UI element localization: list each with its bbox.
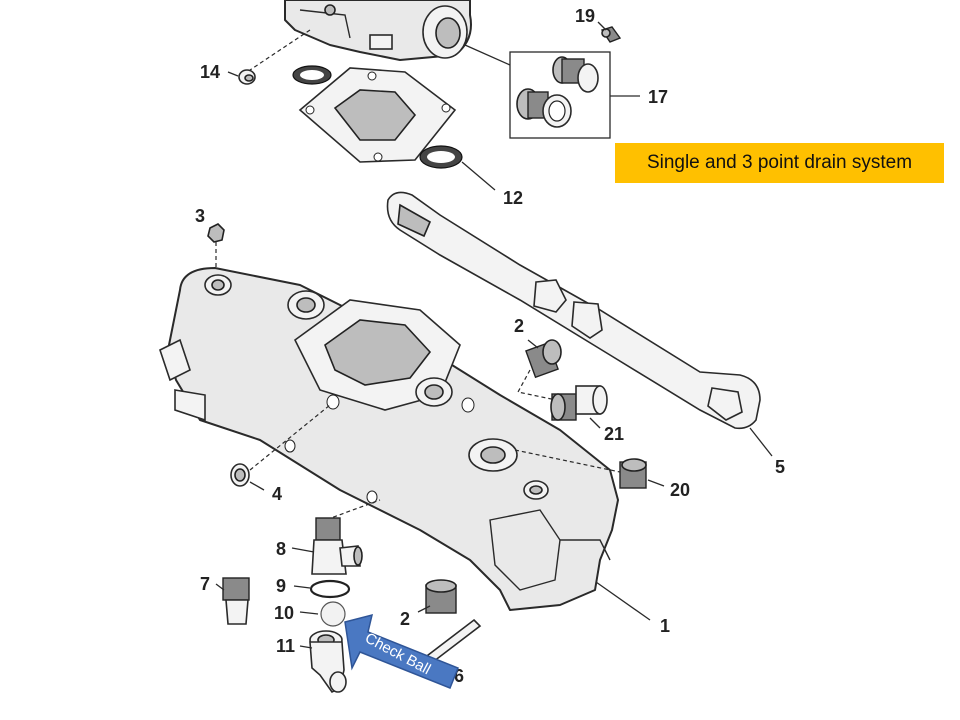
label-2-upper: 2 <box>514 316 524 336</box>
part-14-plug <box>238 69 256 85</box>
part-7-fitting <box>222 577 250 625</box>
part-11-drain-elbow <box>309 630 347 694</box>
label-19: 19 <box>575 6 595 26</box>
label-10: 10 <box>274 603 294 623</box>
label-11: 11 <box>276 636 295 656</box>
leader-lines <box>215 21 773 677</box>
part-5-manifold-gasket <box>386 191 761 430</box>
part-9-o-ring <box>309 579 351 599</box>
part-1-exhaust-manifold <box>159 267 619 611</box>
label-14: 14 <box>200 62 220 82</box>
part-20-plug <box>514 449 647 489</box>
part-4-plug <box>230 463 250 487</box>
part-21-fitting <box>550 385 608 421</box>
label-2-lower: 2 <box>400 609 410 629</box>
part-3-nut <box>207 223 225 275</box>
label-8: 8 <box>276 539 286 559</box>
label-20: 20 <box>670 480 690 500</box>
label-12: 12 <box>503 188 523 208</box>
label-21: 21 <box>604 424 624 444</box>
elbow-gasket-set <box>292 65 463 169</box>
part-10-check-ball <box>320 601 346 627</box>
label-3: 3 <box>195 206 205 226</box>
part-2-plug-lower <box>425 579 457 614</box>
label-9: 9 <box>276 576 286 596</box>
exhaust-elbow <box>249 0 511 71</box>
label-17: 17 <box>648 87 668 107</box>
label-5: 5 <box>775 457 785 477</box>
part-19-bolt <box>600 26 622 43</box>
part-8-tee-fitting <box>311 517 363 575</box>
label-4: 4 <box>272 484 282 504</box>
part-17-fitting-kit <box>509 51 611 139</box>
drain-system-caption: Single and 3 point drain system <box>615 143 944 183</box>
label-7: 7 <box>200 574 210 594</box>
label-1: 1 <box>660 616 670 636</box>
label-6: 6 <box>454 666 464 686</box>
part-2-plug-upper <box>517 339 562 401</box>
